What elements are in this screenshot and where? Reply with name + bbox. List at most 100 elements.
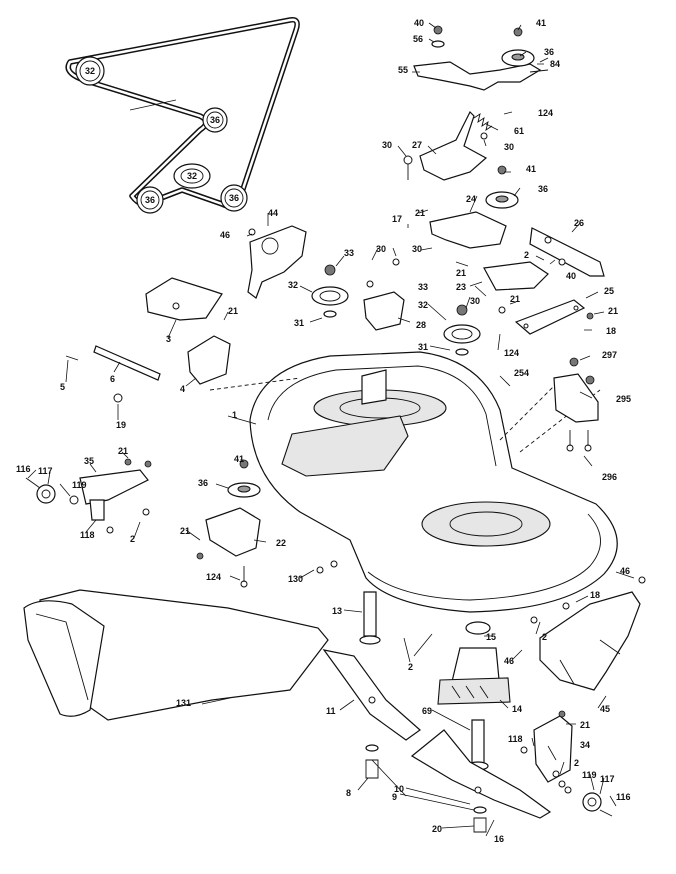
callout-11: 11 (326, 706, 336, 716)
side-bracket (514, 299, 594, 335)
callout-21: 21 (180, 526, 190, 536)
callout-31: 31 (294, 318, 304, 328)
idler-pivot-bracket (403, 110, 488, 181)
callout-124: 124 (206, 572, 221, 582)
callout-8: 8 (346, 788, 351, 798)
callout-27: 27 (412, 140, 422, 150)
callout-44: 44 (268, 208, 278, 218)
callout-14: 14 (512, 704, 522, 714)
callout-119: 119 (72, 480, 87, 490)
callout-26: 26 (574, 218, 584, 228)
left-spindle-pulley (311, 264, 349, 318)
spindle-housing (437, 621, 511, 705)
hanger-bracket (145, 277, 223, 321)
callout-46: 46 (620, 566, 630, 576)
callout-118: 118 (80, 530, 95, 540)
callout-16: 16 (494, 834, 504, 844)
right-idler-assembly (429, 165, 549, 314)
callout-35: 35 (84, 456, 94, 466)
callout-28: 28 (416, 320, 426, 330)
callout-23: 23 (456, 282, 466, 292)
right-deflector-shield (553, 357, 599, 452)
callout-295: 295 (616, 394, 631, 404)
belt-pulley-label-32: 32 (187, 171, 197, 181)
belt-pulley-label-36: 36 (229, 193, 239, 203)
callout-40: 40 (414, 18, 424, 28)
callout-leaders (27, 22, 635, 837)
callout-118: 118 (508, 734, 523, 744)
center-bracket (363, 258, 405, 331)
callout-41: 41 (536, 18, 546, 28)
callout-10: 10 (394, 784, 404, 794)
callout-116: 116 (616, 792, 631, 802)
callout-20: 20 (432, 824, 442, 834)
callout-46: 46 (504, 656, 514, 666)
callout-32: 32 (418, 300, 428, 310)
callout-21: 21 (510, 294, 520, 304)
tension-spring (473, 112, 493, 132)
callout-254: 254 (514, 368, 529, 378)
callout-5: 5 (60, 382, 65, 392)
callout-117: 117 (38, 466, 53, 476)
callout-30: 30 (504, 142, 514, 152)
callout-31: 31 (418, 342, 428, 352)
front-bracket (529, 227, 605, 277)
left-gauge-wheel-assembly (25, 458, 152, 534)
hanger-rod (65, 345, 161, 381)
callout-41: 41 (234, 454, 244, 464)
callout-297: 297 (602, 350, 617, 360)
callout-34: 34 (580, 740, 590, 750)
rear-right-shield (530, 576, 646, 691)
callout-119: 119 (582, 770, 597, 780)
callout-30: 30 (376, 244, 386, 254)
callout-1: 1 (232, 410, 237, 420)
belt-pulley-labels: 32 36 32 36 36 (85, 66, 239, 205)
callout-36: 36 (198, 478, 208, 488)
callout-30: 30 (382, 140, 392, 150)
callout-3: 3 (166, 334, 171, 344)
callout-21: 21 (415, 208, 425, 218)
callout-2: 2 (574, 758, 579, 768)
belt-pulley-label-32: 32 (85, 66, 95, 76)
callout-124: 124 (538, 108, 553, 118)
discharge-chute (23, 589, 329, 721)
callout-19: 19 (116, 420, 126, 430)
left-blade (322, 649, 421, 779)
callout-55: 55 (398, 65, 408, 75)
callout-15: 15 (486, 632, 496, 642)
hanger-support (113, 335, 231, 403)
idler-arm-bracket (413, 25, 549, 91)
mid-idler-assembly (196, 459, 338, 588)
callout-18: 18 (590, 590, 600, 600)
belt-pulley-label-36: 36 (145, 195, 155, 205)
callout-33: 33 (418, 282, 428, 292)
callout-84: 84 (550, 59, 560, 69)
callout-36: 36 (538, 184, 548, 194)
callout-24: 24 (466, 194, 476, 204)
callout-130: 130 (288, 574, 303, 584)
callout-30: 30 (412, 244, 422, 254)
callout-30: 30 (470, 296, 480, 306)
belt-guide-left (247, 225, 307, 299)
callout-56: 56 (413, 34, 423, 44)
callout-131: 131 (176, 698, 191, 708)
callout-41: 41 (526, 164, 536, 174)
callout-296: 296 (602, 472, 617, 482)
right-spindle-pulley (443, 304, 481, 356)
left-spindle (359, 591, 381, 645)
callout-6: 6 (110, 374, 115, 384)
callout-36: 36 (544, 47, 554, 57)
callout-9: 9 (392, 792, 397, 802)
belt-pulley-label-36: 36 (210, 115, 220, 125)
callout-2: 2 (130, 534, 135, 544)
mower-deck (209, 351, 618, 613)
callout-117: 117 (600, 774, 615, 784)
callout-25: 25 (604, 286, 614, 296)
callout-22: 22 (276, 538, 286, 548)
callout-21: 21 (456, 268, 466, 278)
belt-pulleys (75, 56, 248, 214)
callout-21: 21 (580, 720, 590, 730)
callout-69: 69 (422, 706, 432, 716)
